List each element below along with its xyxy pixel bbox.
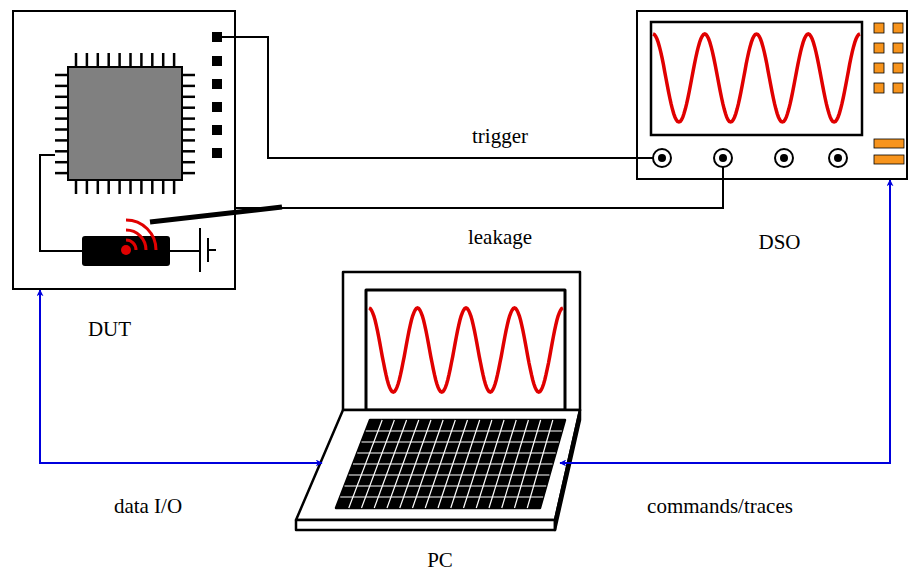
emitter-dot [121, 245, 131, 255]
waveform [653, 34, 860, 122]
connector [236, 180, 723, 208]
connector [40, 290, 322, 463]
node-label: PC [427, 548, 453, 573]
keyboard-keys [340, 420, 562, 508]
scope-buttons [874, 23, 904, 164]
waveform [369, 308, 563, 392]
connector-label: trigger [469, 124, 531, 149]
scope-screen [651, 22, 862, 135]
probe [150, 207, 282, 222]
wire [40, 155, 82, 251]
chip-pins [55, 53, 195, 194]
header-pads [212, 32, 222, 158]
connector [560, 180, 890, 463]
node-label: DUT [88, 317, 131, 342]
connector [236, 37, 636, 158]
device-board: DUT [12, 10, 236, 290]
laptop-pc: PC [322, 272, 560, 527]
laptop [296, 272, 580, 530]
wire [170, 250, 200, 252]
connector-label: commands/traces [644, 494, 796, 519]
emitter-module [82, 236, 170, 266]
channel-stub [636, 157, 653, 159]
trigger-stub [217, 36, 237, 38]
connector-label: leakage [465, 225, 535, 250]
battery-symbol [200, 228, 216, 272]
radiation-arcs [126, 220, 156, 250]
oscilloscope: DSO [636, 10, 908, 180]
scope-channels [653, 149, 847, 167]
connector-label: data I/O [111, 494, 185, 519]
chip [68, 67, 182, 180]
node-label: DSO [758, 230, 800, 255]
